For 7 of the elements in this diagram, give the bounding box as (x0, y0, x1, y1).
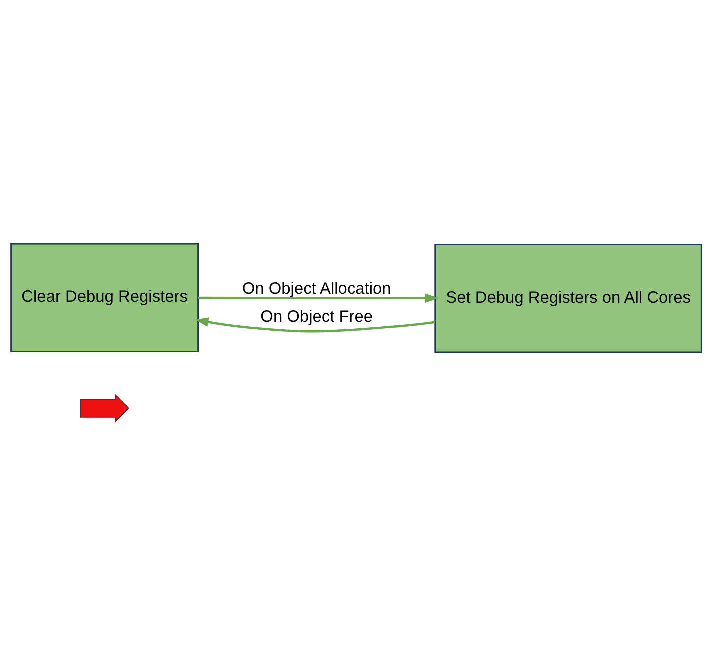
node-box: Clear Debug Registers (10, 243, 200, 352)
node-arrow (80, 394, 130, 423)
edge-label: On Object Free (260, 308, 374, 326)
node-box: Set Debug Registers on All Cores (434, 244, 702, 354)
arrow (195, 318, 436, 333)
edge-label: On Object Allocation (242, 280, 392, 298)
arrow (198, 294, 439, 304)
